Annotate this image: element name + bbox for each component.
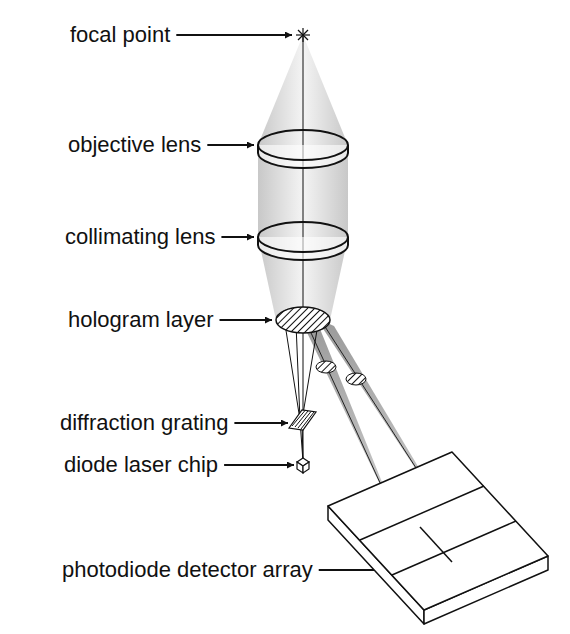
focal-star bbox=[296, 28, 310, 42]
grating-plate bbox=[289, 410, 316, 430]
beam-spot bbox=[346, 373, 366, 385]
part-label: collimating lens bbox=[65, 226, 215, 248]
leader-arrow bbox=[234, 422, 288, 424]
laser-ray bbox=[285, 324, 303, 462]
part-label: photodiode detector array bbox=[62, 559, 313, 581]
laser-ray bbox=[296, 324, 300, 420]
part-label: objective lens bbox=[68, 134, 201, 156]
leader-arrow bbox=[220, 319, 272, 321]
beam-spot bbox=[316, 361, 336, 373]
detector-slab bbox=[328, 452, 548, 624]
leader-arrow bbox=[224, 464, 294, 466]
part-label: diode laser chip bbox=[64, 454, 218, 476]
part-label: focal point bbox=[70, 24, 170, 46]
part-label: hologram layer bbox=[68, 309, 214, 331]
objective-lens bbox=[258, 130, 348, 168]
laser-ray bbox=[302, 324, 318, 462]
part-label: diffraction grating bbox=[60, 412, 228, 434]
leader-arrow bbox=[221, 236, 254, 238]
collimating-lens bbox=[258, 222, 348, 260]
hologram-disc bbox=[276, 307, 330, 333]
laser-cube bbox=[297, 458, 309, 473]
leader-arrow bbox=[207, 144, 254, 146]
leader-arrow bbox=[176, 34, 292, 36]
